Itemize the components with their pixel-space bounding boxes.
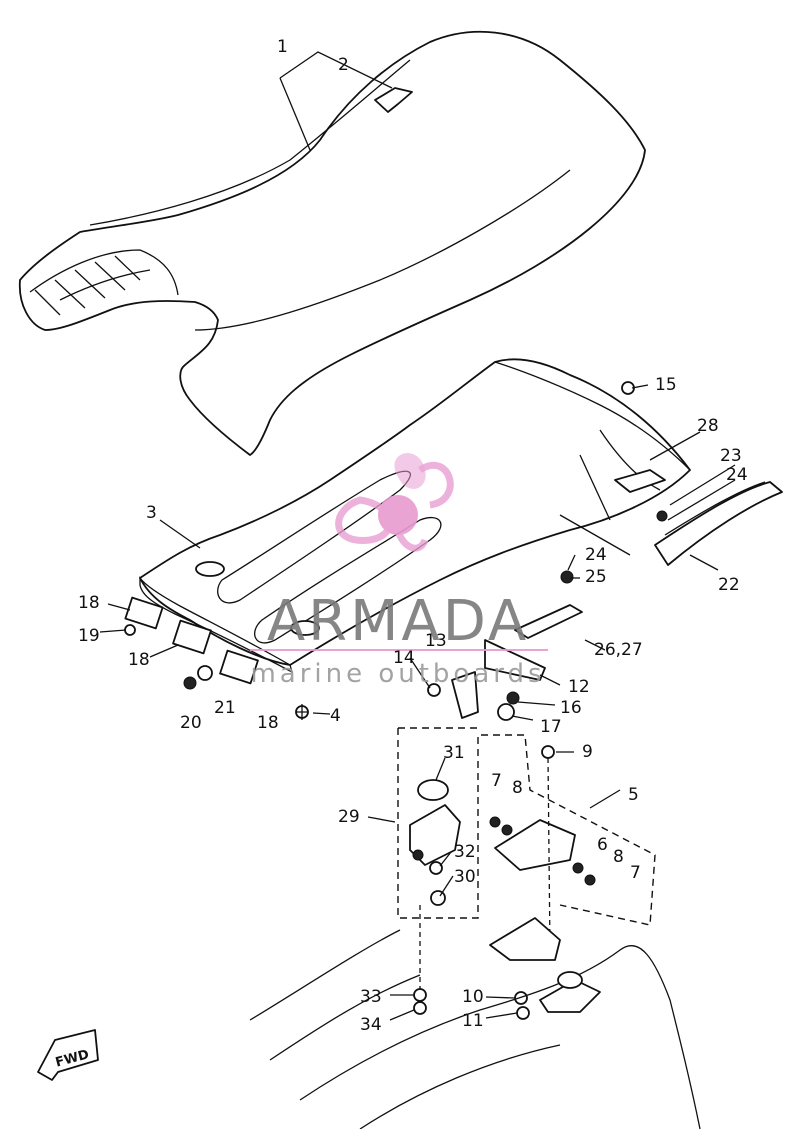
hull-deck <box>249 917 701 1129</box>
latch-assemblies <box>397 727 656 1020</box>
callout-22: 22 <box>718 575 740 595</box>
callout-labels: 1 2 3 4 5 6 7 7 8 8 9 10 11 12 13 14 15 … <box>78 37 748 1035</box>
callout-2: 2 <box>338 55 349 75</box>
side-rail <box>654 481 783 566</box>
callout-21: 21 <box>214 698 236 718</box>
callout-25: 25 <box>585 567 607 587</box>
callout-1: 1 <box>277 37 288 57</box>
callout-18c: 18 <box>257 713 279 733</box>
callout-3: 3 <box>146 503 157 523</box>
callout-19: 19 <box>78 626 100 646</box>
callout-11: 11 <box>462 1011 484 1031</box>
callout-8b: 8 <box>613 847 624 867</box>
callout-24a: 24 <box>726 465 748 485</box>
callout-16: 16 <box>560 698 582 718</box>
callout-26-27: 26,27 <box>594 640 643 660</box>
callout-29: 29 <box>338 807 360 827</box>
callout-24b: 24 <box>585 545 607 565</box>
callout-31: 31 <box>443 743 465 763</box>
callout-18b: 18 <box>128 650 150 670</box>
callout-18a: 18 <box>78 593 100 613</box>
callout-20: 20 <box>180 713 202 733</box>
callout-14: 14 <box>393 648 415 668</box>
hardware <box>124 381 668 721</box>
callout-13: 13 <box>425 631 447 651</box>
callout-15: 15 <box>655 375 677 395</box>
callout-30: 30 <box>454 867 476 887</box>
callout-34: 34 <box>360 1015 382 1035</box>
callout-28: 28 <box>697 416 719 436</box>
callout-4: 4 <box>330 706 341 726</box>
watermark-logo: ARMADA marine outboards <box>250 453 548 689</box>
leader-lines <box>99 51 736 1021</box>
fwd-arrow: FWD <box>37 1029 99 1081</box>
callout-5: 5 <box>628 785 639 805</box>
seat-cushion <box>18 30 646 456</box>
callout-23: 23 <box>720 446 742 466</box>
callout-12: 12 <box>568 677 590 697</box>
callout-7b: 7 <box>630 863 641 883</box>
watermark-brand: ARMADA <box>267 589 529 654</box>
callout-33: 33 <box>360 987 382 1007</box>
callout-7a: 7 <box>491 771 502 791</box>
callout-9: 9 <box>582 742 593 762</box>
watermark-tagline: marine outboards <box>250 659 545 689</box>
callout-17: 17 <box>540 717 562 737</box>
callout-8a: 8 <box>512 778 523 798</box>
callout-32: 32 <box>454 842 476 862</box>
callout-6: 6 <box>597 835 608 855</box>
callout-10: 10 <box>462 987 484 1007</box>
